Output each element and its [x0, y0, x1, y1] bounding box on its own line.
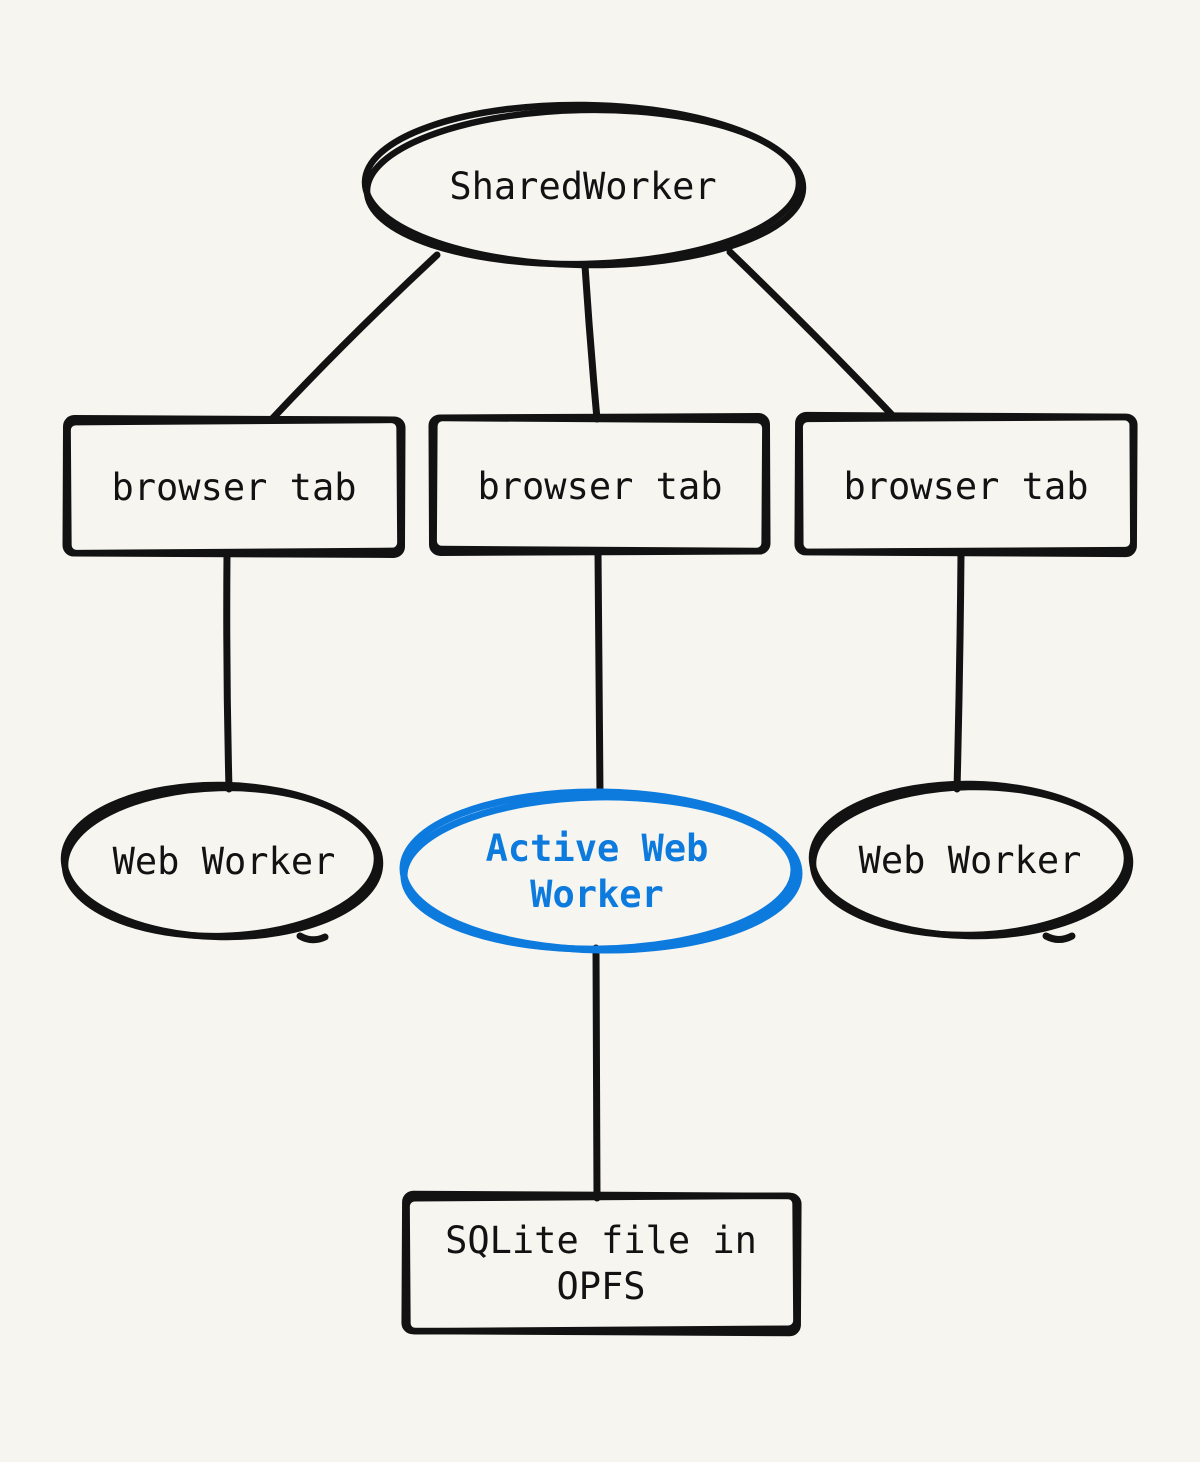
node-web-worker-left-shape [60, 781, 384, 944]
edge-sharedworker-to-tab-center [581, 262, 601, 423]
edge-sharedworker-to-tab-left [268, 251, 441, 423]
node-browser-tab-right-shape [794, 411, 1138, 558]
edge-active-worker-to-sqlite [592, 944, 601, 1202]
node-browser-tab-left-shape [62, 415, 406, 558]
edge-sharedworker-to-tab-right [726, 248, 897, 420]
node-web-worker-right-shape [808, 780, 1134, 943]
node-browser-tab-center-shape [428, 413, 771, 556]
node-sqlite-file-shape [401, 1190, 802, 1337]
node-label-active-web-worker: Active Web Worker [485, 826, 709, 916]
node-active-web-worker-shape [399, 788, 803, 954]
edge-tab-left-to-worker-left [223, 550, 233, 793]
node-label-browser-tab-left: browser tab [111, 465, 357, 509]
node-label-sqlite-file: SQLite file in OPFS [445, 1218, 757, 1308]
pen-tail-right [1042, 932, 1076, 943]
node-label-browser-tab-right: browser tab [843, 464, 1089, 508]
node-label-web-worker-left: Web Worker [112, 839, 336, 883]
edge-tab-center-to-active-worker [594, 548, 604, 799]
node-label-shared-worker: SharedWorker [449, 164, 717, 208]
node-label-browser-tab-center: browser tab [477, 464, 723, 508]
pen-tail-left [296, 932, 329, 944]
node-shared-worker-shape [361, 101, 807, 269]
node-label-web-worker-right: Web Worker [858, 838, 1082, 882]
edge-tab-right-to-worker-right [953, 550, 965, 793]
